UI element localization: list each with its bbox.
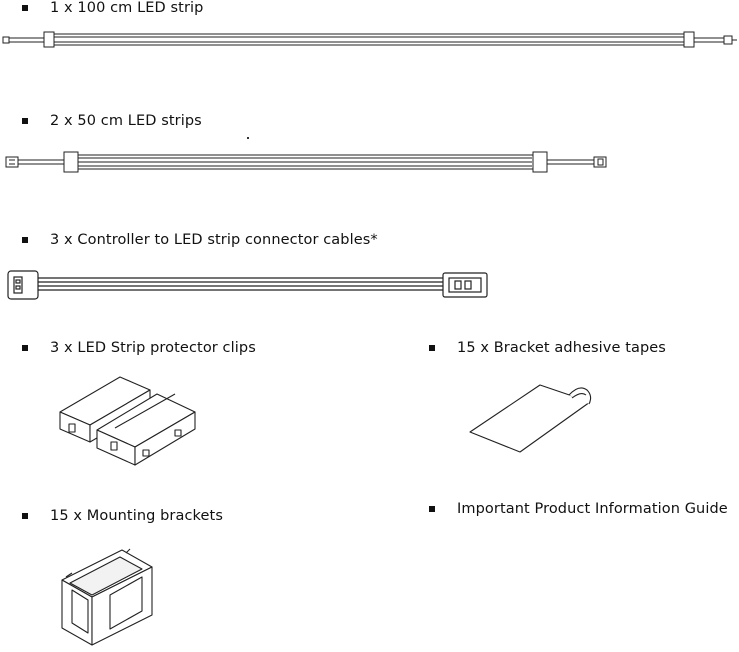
list-item-info-guide: Important Product Information Guide (429, 501, 728, 517)
item-label: 15 x Bracket adhesive tapes (457, 340, 666, 356)
item-label: Important Product Information Guide (457, 501, 728, 517)
bullet-icon (429, 506, 435, 512)
list-item-led-strip-50cm: 2 x 50 cm LED strips (22, 113, 202, 129)
list-item-protector-clips: 3 x LED Strip protector clips (22, 340, 256, 356)
list-item-mounting-brackets: 15 x Mounting brackets (22, 508, 223, 524)
item-label: 2 x 50 cm LED strips (50, 113, 202, 129)
list-item-led-strip-100cm: 1 x 100 cm LED strip (22, 0, 203, 16)
stray-dot (247, 137, 249, 139)
item-label: 1 x 100 cm LED strip (50, 0, 204, 16)
mounting-bracket-icon (52, 545, 172, 650)
adhesive-tape-icon (465, 380, 600, 462)
item-label: 15 x Mounting brackets (50, 508, 223, 524)
item-label: 3 x LED Strip protector clips (50, 340, 256, 356)
bullet-icon (22, 345, 28, 351)
led-strip-100cm-icon (0, 26, 739, 56)
bullet-icon (22, 237, 28, 243)
list-item-connector-cables: 3 x Controller to LED strip connector ca… (22, 232, 378, 248)
bullet-icon (22, 513, 28, 519)
protector-clips-icon (55, 372, 205, 472)
bullet-icon (22, 118, 28, 124)
led-strip-50cm-icon (0, 148, 620, 180)
bullet-icon (22, 5, 28, 11)
connector-cable-icon (0, 268, 500, 304)
list-item-adhesive-tapes: 15 x Bracket adhesive tapes (429, 340, 666, 356)
bullet-icon (429, 345, 435, 351)
item-label: 3 x Controller to LED strip connector ca… (50, 232, 378, 248)
